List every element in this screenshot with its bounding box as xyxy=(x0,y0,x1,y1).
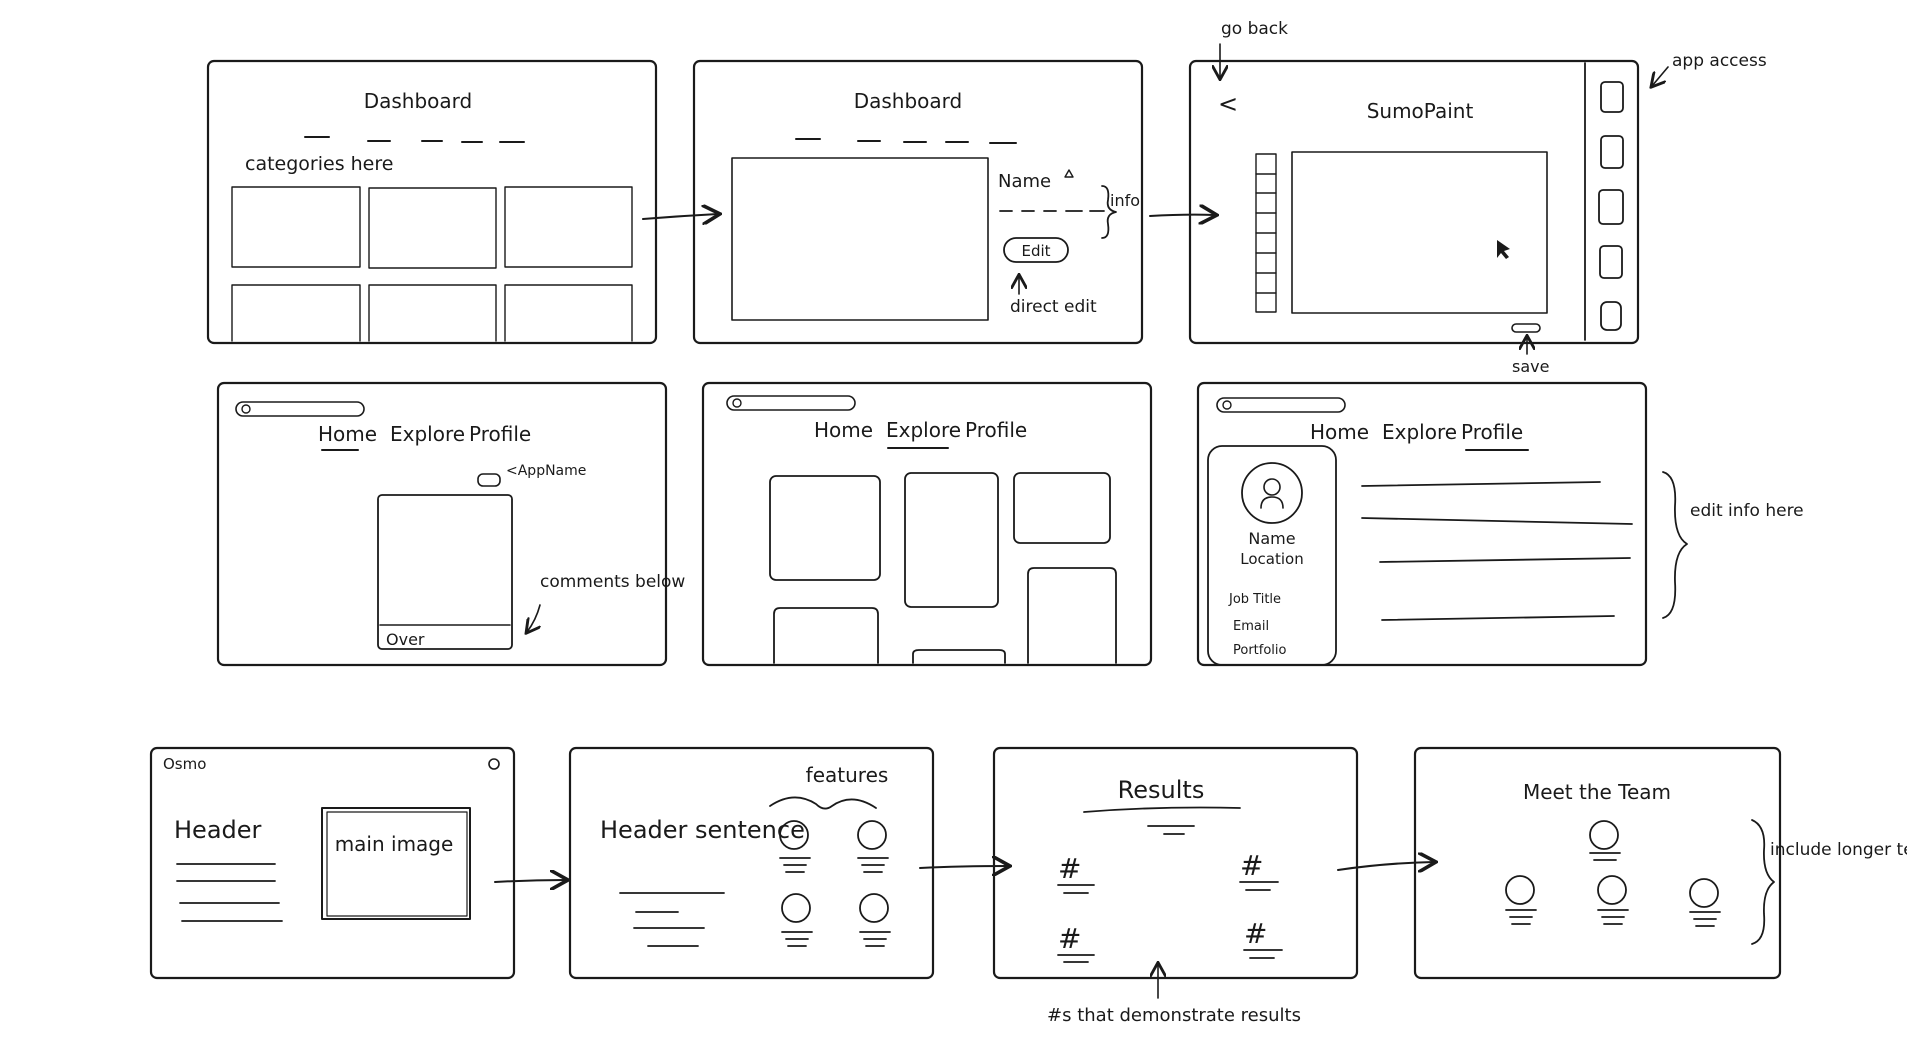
result-number: # xyxy=(1240,849,1263,882)
app-name-badge xyxy=(477,473,501,487)
results-note: #s that demonstrate results xyxy=(1047,1005,1301,1026)
result-number: # xyxy=(1058,852,1081,885)
appname-note: <AppName xyxy=(506,463,586,479)
back-button[interactable]: < xyxy=(1218,90,1238,118)
team-title: Meet the Team xyxy=(1523,780,1671,804)
frame-dashboard-categories: Dashboard categories here xyxy=(206,59,658,345)
post-card[interactable] xyxy=(377,494,513,650)
landing-header: Header xyxy=(174,816,262,844)
app-icons[interactable] xyxy=(1598,81,1624,331)
frame1-title: Dashboard xyxy=(364,89,473,113)
edit-button[interactable] xyxy=(1003,237,1069,263)
goback-note: go back xyxy=(1221,19,1288,39)
search-bar[interactable] xyxy=(726,395,856,411)
search-icon xyxy=(1222,400,1232,410)
edit-note: edit info here xyxy=(1690,501,1804,521)
features-label: features xyxy=(806,763,889,787)
menu-icon[interactable] xyxy=(488,758,500,770)
name-label: Name xyxy=(998,171,1051,192)
arrow-8-9 xyxy=(919,866,1008,868)
profile-name: Name xyxy=(1248,529,1295,548)
edit-button-label: Edit xyxy=(1021,242,1050,260)
frame1-caption: categories here xyxy=(245,153,393,175)
save-button[interactable] xyxy=(1511,323,1541,333)
nav-home[interactable]: Home xyxy=(318,422,377,446)
search-icon xyxy=(732,398,742,408)
feature-items xyxy=(779,820,891,947)
frame-sumopaint: go back < SumoPaint app access save xyxy=(1188,19,1767,376)
arrow-1-2 xyxy=(642,214,718,219)
explore-grid[interactable] xyxy=(769,472,1117,664)
tool-bar xyxy=(1255,153,1277,313)
preview-image xyxy=(731,157,989,321)
brand-logo: Osmo xyxy=(163,755,206,773)
team-brace xyxy=(1751,819,1775,945)
search-bar[interactable] xyxy=(235,401,365,417)
info-fields[interactable] xyxy=(1361,481,1633,621)
paint-canvas[interactable] xyxy=(1291,151,1548,314)
category-grid xyxy=(231,186,633,342)
profile-card xyxy=(1207,445,1337,666)
frame3-title: SumoPaint xyxy=(1367,99,1474,123)
result-number: # xyxy=(1058,922,1081,955)
save-note: save xyxy=(1512,357,1549,376)
profile-email: Email xyxy=(1233,619,1269,634)
nav-profile[interactable]: Profile xyxy=(1461,420,1523,444)
pencil-icon xyxy=(1064,169,1074,178)
team-note: include longer text for CEOs xyxy=(1770,840,1907,860)
frame-features: Header sentence features xyxy=(568,746,935,980)
results-title: Results xyxy=(1118,776,1205,804)
profile-portfolio: Portfolio xyxy=(1233,643,1287,658)
frame2-title: Dashboard xyxy=(854,89,963,113)
profile-location: Location xyxy=(1240,550,1303,568)
direct-edit-note: direct edit xyxy=(1010,297,1097,317)
avatar xyxy=(1241,462,1303,524)
comments-note: comments below xyxy=(540,572,685,592)
team-members xyxy=(1505,820,1721,927)
frame-explore: Home Explore Profile xyxy=(701,381,1153,667)
edit-brace xyxy=(1662,471,1688,619)
frame-profile: Home Explore Profile Name Location Job T… xyxy=(1196,381,1804,667)
result-number: # xyxy=(1244,917,1267,950)
nav-home[interactable]: Home xyxy=(814,418,873,442)
nav-explore[interactable]: Explore xyxy=(390,422,465,446)
arrow-7-8 xyxy=(494,880,566,882)
profile-job-title: Job Title xyxy=(1228,592,1281,607)
frame-home: Home Explore Profile <AppName Over comme… xyxy=(216,381,685,667)
nav-home[interactable]: Home xyxy=(1310,420,1369,444)
features-header: Header sentence xyxy=(600,816,805,844)
nav-explore[interactable]: Explore xyxy=(1382,420,1457,444)
frame-landing-header: Osmo Header main image xyxy=(149,746,516,980)
main-image-label: main image xyxy=(335,832,454,856)
cursor-icon xyxy=(1497,240,1510,259)
arrow-9-10 xyxy=(1337,862,1434,870)
features-brace xyxy=(769,796,877,810)
search-icon xyxy=(241,404,251,414)
frame-team: Meet the Team include longer text for CE… xyxy=(1413,746,1907,980)
arrow-2-3 xyxy=(1149,215,1215,216)
nav-profile[interactable]: Profile xyxy=(469,422,531,446)
overlay-label: Over xyxy=(386,630,425,649)
info-label: info xyxy=(1110,191,1140,210)
search-bar[interactable] xyxy=(1216,397,1346,413)
nav-explore[interactable]: Explore xyxy=(886,418,961,442)
nav-profile[interactable]: Profile xyxy=(965,418,1027,442)
frame-results: Results # # # # #s that demonstrate resu… xyxy=(992,746,1359,1026)
frame-dashboard-detail: Dashboard Name info Edit direct edit xyxy=(692,59,1144,345)
app-access-note: app access xyxy=(1672,51,1767,71)
main-image xyxy=(321,807,471,920)
